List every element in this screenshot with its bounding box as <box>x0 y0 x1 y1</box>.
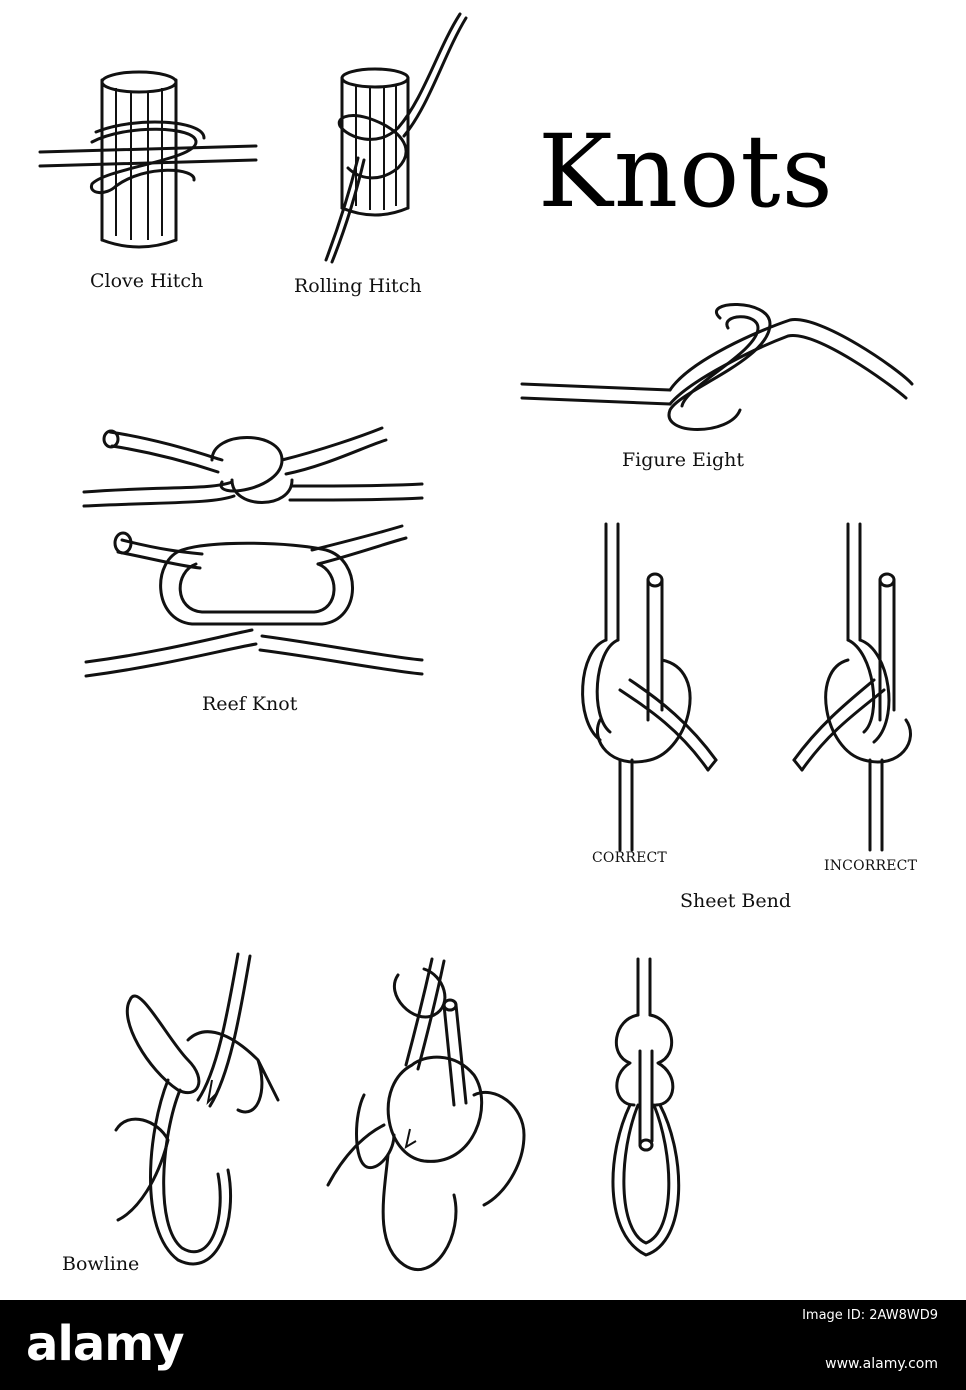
knots-sheet: Knots Clove Hitch Rolling Hitch Figure E… <box>38 12 918 1275</box>
site-url: www.alamy.com <box>825 1356 938 1372</box>
bowline-step-3-drawing <box>611 957 681 1257</box>
bowline-step-2-drawing <box>326 957 526 1272</box>
reef-knot-label: Reef Knot <box>202 693 298 715</box>
stock-footer: alamy Image ID: 2AW8WD9 www.alamy.com <box>0 1300 966 1390</box>
rolling-hitch-drawing <box>324 12 468 264</box>
sheet-bend-correct-drawing <box>581 522 718 852</box>
incorrect-label: INCORRECT <box>824 858 918 874</box>
figure-eight-drawing <box>520 303 914 431</box>
alamy-logo: alamy <box>26 1316 185 1372</box>
correct-label: CORRECT <box>592 850 667 866</box>
bowline-step-1-drawing <box>114 952 280 1266</box>
figure-eight-label: Figure Eight <box>622 449 745 471</box>
bowline-label: Bowline <box>62 1253 140 1275</box>
sheet-bend-label: Sheet Bend <box>680 890 792 912</box>
clove-hitch-label: Clove Hitch <box>90 270 204 292</box>
sheet-bend-incorrect-drawing <box>792 522 912 852</box>
svg-text:alamy: alamy <box>26 1316 184 1372</box>
clove-hitch-drawing <box>38 70 258 249</box>
page-title: Knots <box>538 113 834 230</box>
rolling-hitch-label: Rolling Hitch <box>294 275 422 297</box>
image-id: Image ID: 2AW8WD9 <box>802 1308 938 1323</box>
reef-knot-drawing <box>82 426 424 678</box>
